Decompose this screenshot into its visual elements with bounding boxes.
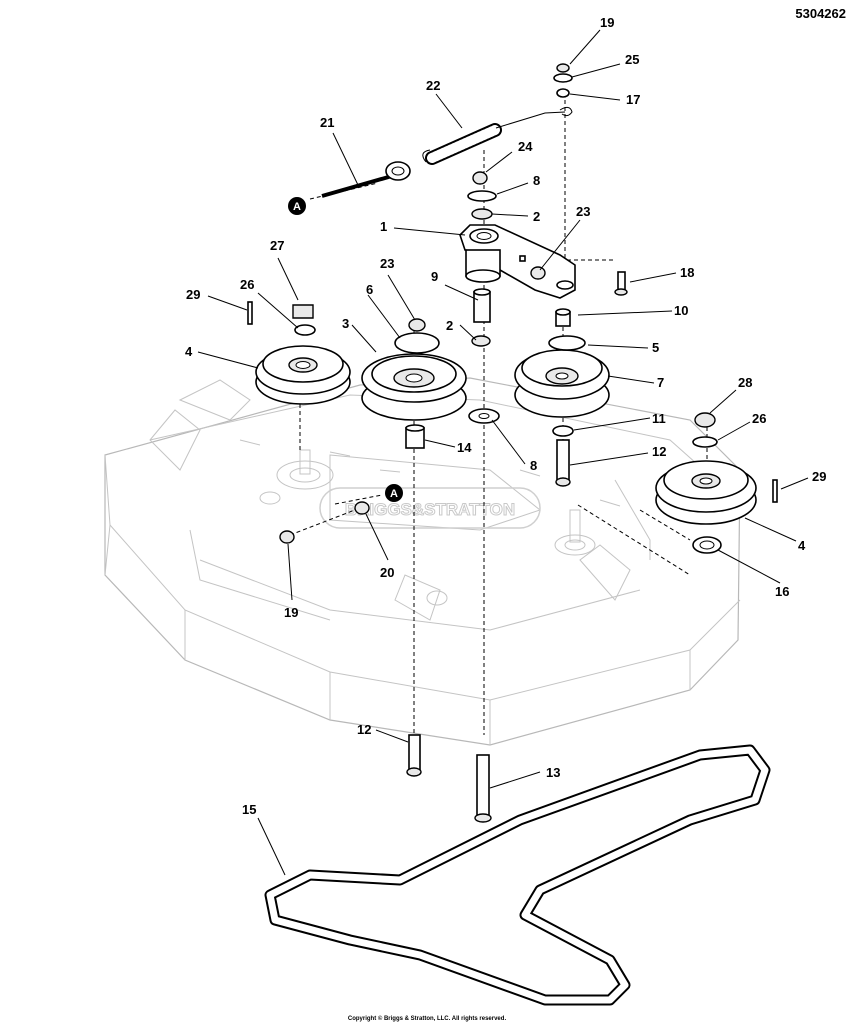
leader-lines — [197, 29, 809, 876]
callout-7: 7 — [657, 375, 664, 390]
copyright-notice: Copyright © Briggs & Stratton, LLC. All … — [347, 1016, 507, 1022]
callout-1: 1 — [380, 219, 387, 234]
spacer-9 — [471, 288, 491, 347]
deck-nuts — [279, 501, 370, 544]
callout-27: 27 — [270, 238, 284, 253]
callout-2: 2 — [446, 318, 453, 333]
arm-hardware-stack — [467, 171, 546, 280]
callout-3: 3 — [342, 316, 349, 331]
callout-9: 9 — [431, 269, 438, 284]
bolt-13 — [474, 754, 492, 823]
reference-marker-a-deck: A — [385, 484, 403, 502]
callout-18: 18 — [680, 265, 694, 280]
callout-26: 26 — [752, 411, 766, 426]
pin-29-right — [772, 479, 778, 503]
callout-19: 19 — [600, 15, 614, 30]
callout-22: 22 — [426, 78, 440, 93]
watermark-text: BRIGGS&STRATTON — [345, 500, 515, 519]
idler-pulley-7 — [514, 308, 610, 487]
callout-4: 4 — [185, 344, 193, 359]
pulley-4-left — [247, 301, 351, 405]
pulley-4-right — [655, 412, 778, 554]
callout-12: 12 — [652, 444, 666, 459]
idler-pulley-3 — [361, 318, 467, 449]
callout-17: 17 — [626, 92, 640, 107]
callout-5: 5 — [652, 340, 659, 355]
document-number: 5304262 — [795, 6, 846, 21]
callout-26: 26 — [240, 277, 254, 292]
callout-10: 10 — [674, 303, 688, 318]
callout-14: 14 — [457, 440, 472, 455]
svg-text:A: A — [293, 201, 301, 213]
bolt-18 — [614, 271, 628, 296]
callout-19: 19 — [284, 605, 298, 620]
callout-23: 23 — [576, 204, 590, 219]
reference-marker-a-spring: A — [288, 197, 306, 215]
callout-28: 28 — [738, 375, 752, 390]
callout-12: 12 — [357, 722, 371, 737]
svg-text:A: A — [390, 488, 398, 500]
top-hardware-stack — [553, 63, 573, 98]
callout-11: 11 — [652, 411, 666, 426]
drive-belt — [264, 744, 771, 1006]
callout-24: 24 — [518, 139, 533, 154]
callout-16: 16 — [775, 584, 789, 599]
callout-13: 13 — [546, 765, 560, 780]
callout-labels: 19 25 17 22 21 24 8 2 23 1 27 23 9 18 29… — [185, 15, 826, 817]
callout-2: 2 — [533, 209, 540, 224]
spring-rod-assembly — [321, 106, 573, 198]
callout-15: 15 — [242, 802, 256, 817]
callout-4: 4 — [798, 538, 806, 553]
callout-29: 29 — [812, 469, 826, 484]
callout-21: 21 — [320, 115, 334, 130]
callout-8: 8 — [533, 173, 540, 188]
pin-29-left — [247, 301, 253, 325]
callout-29: 29 — [186, 287, 200, 302]
idler-arm — [459, 224, 576, 299]
bolt-12-lower — [406, 734, 422, 777]
assembly-lines — [289, 100, 708, 745]
callout-6: 6 — [366, 282, 373, 297]
callout-23: 23 — [380, 256, 394, 271]
callout-25: 25 — [625, 52, 639, 67]
mower-deck: BRIGGS&STRATTON — [104, 377, 741, 746]
callout-8: 8 — [530, 458, 537, 473]
callout-20: 20 — [380, 565, 394, 580]
